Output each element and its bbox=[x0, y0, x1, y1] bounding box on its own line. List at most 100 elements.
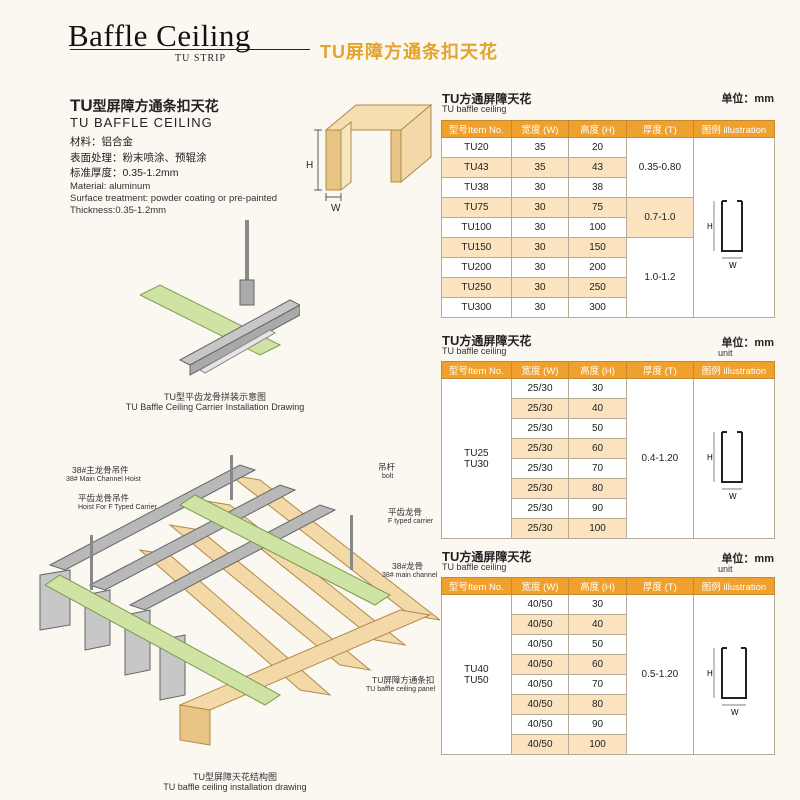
cell-height: 30 bbox=[568, 594, 627, 615]
col-illus: 图例 illustration bbox=[693, 577, 775, 595]
section3-unit-en: unit bbox=[718, 564, 733, 574]
col-model: 型号Item No. bbox=[441, 577, 512, 595]
col-thick: 厚度 (T) bbox=[625, 120, 695, 138]
col-thick: 厚度 (T) bbox=[625, 361, 695, 379]
cell-width: 30 bbox=[510, 197, 570, 218]
profile-w-label: W bbox=[331, 203, 341, 214]
label-fcarrier-en: F typed carrier bbox=[388, 518, 434, 525]
illus-w-label: W bbox=[729, 261, 737, 270]
section1-title: TU方通屏障天花 bbox=[442, 90, 531, 107]
surface-cn: 表面处理：粉末喷涂、预辊涂 bbox=[70, 152, 207, 164]
table-row: TU75 30 75 0.7-1.0 bbox=[441, 197, 775, 238]
cell-model: TU100 bbox=[441, 217, 512, 238]
drawing2-caption-cn: TU型屏障天花结构图 bbox=[193, 772, 277, 782]
cell-width: 30 bbox=[510, 217, 570, 238]
model-a: TU40 bbox=[464, 663, 489, 675]
cell-model: TU300 bbox=[441, 297, 512, 318]
label-main-cn: 38#龙骨 bbox=[392, 561, 424, 571]
col-height: 高度 (H) bbox=[568, 120, 627, 138]
col-width: 宽度 (W) bbox=[510, 577, 570, 595]
label-bolt-cn: 吊杆 bbox=[378, 462, 396, 472]
cell-width: 30 bbox=[510, 277, 570, 298]
col-illus: 图例 illustration bbox=[693, 361, 775, 379]
label-panel-cn: TU屏障方通条扣 bbox=[372, 675, 435, 685]
section1-title-prefix: TU bbox=[442, 91, 460, 106]
cell-model: TU38 bbox=[441, 177, 512, 198]
illus-w-label: W bbox=[731, 708, 739, 717]
cell-height: 40 bbox=[568, 398, 627, 419]
drawing1-caption-cn: TU型平齿龙骨拼装示意图 bbox=[164, 392, 266, 402]
product-name-rest: 型屏障方通条扣天花 bbox=[92, 98, 219, 114]
cell-height: 300 bbox=[568, 297, 627, 318]
cell-thickness: 0.7-1.0 bbox=[625, 197, 695, 238]
product-name-en: TU BAFFLE CEILING bbox=[70, 115, 213, 130]
col-width: 宽度 (W) bbox=[510, 120, 570, 138]
tu-profile-icon: H W bbox=[707, 200, 743, 270]
cell-width: 30 bbox=[510, 257, 570, 278]
illustration-cell: H W bbox=[693, 594, 775, 755]
cell-width: 40/50 bbox=[510, 674, 570, 695]
drawing2-caption-en: TU baffle ceiling installation drawing bbox=[163, 782, 307, 792]
col-height: 高度 (H) bbox=[568, 361, 627, 379]
cell-width: 25/30 bbox=[510, 458, 570, 479]
product-name-cn: TU型屏障方通条扣天花 bbox=[70, 96, 219, 116]
table-row: TU250 30 250 bbox=[441, 277, 775, 298]
carrier-installation-drawing bbox=[140, 220, 300, 376]
col-model: 型号Item No. bbox=[441, 120, 512, 138]
thickness-en: Thickness:0.35-1.2mm bbox=[70, 205, 167, 216]
material-en: Material: aluminum bbox=[70, 181, 151, 192]
tu-profile-icon: H W bbox=[707, 647, 747, 717]
table-row: TU100 30 100 bbox=[441, 217, 775, 238]
section2-unit-en: unit bbox=[718, 348, 733, 358]
label-bolt-en: bolt bbox=[382, 473, 394, 480]
col-illus: 图例 illustration bbox=[693, 120, 775, 138]
cell-thickness: 0.35-0.80 bbox=[625, 137, 695, 198]
cell-width: 40/50 bbox=[510, 614, 570, 635]
model-a: TU25 bbox=[464, 447, 489, 459]
cell-height: 80 bbox=[568, 694, 627, 715]
illus-w-label: W bbox=[729, 492, 737, 501]
cell-height: 70 bbox=[568, 458, 627, 479]
cell-height: 43 bbox=[568, 157, 627, 178]
title-rule bbox=[70, 49, 310, 50]
cell-height: 100 bbox=[568, 518, 627, 539]
cell-height: 70 bbox=[568, 674, 627, 695]
cell-height: 250 bbox=[568, 277, 627, 298]
cell-thickness: 1.0-1.2 bbox=[625, 237, 695, 318]
cell-height: 50 bbox=[568, 634, 627, 655]
col-model: 型号Item No. bbox=[441, 361, 512, 379]
cell-width: 30 bbox=[510, 177, 570, 198]
cell-width: 25/30 bbox=[510, 398, 570, 419]
section2-table: 型号Item No. 宽度 (W) 高度 (H) 厚度 (T) 图例 illus… bbox=[441, 361, 775, 539]
cell-width: 30 bbox=[510, 297, 570, 318]
cell-width: 25/30 bbox=[510, 498, 570, 519]
page-subtitle-en: TU STRIP bbox=[175, 53, 227, 64]
cell-width: 25/30 bbox=[510, 518, 570, 539]
cell-width: 25/30 bbox=[510, 478, 570, 499]
cell-width: 35 bbox=[510, 137, 570, 158]
cell-model: TU150 bbox=[441, 237, 512, 258]
structure-drawing bbox=[39, 455, 440, 746]
cell-width: 25/30 bbox=[510, 438, 570, 459]
model-b: TU50 bbox=[464, 674, 489, 686]
cell-width: 40/50 bbox=[510, 714, 570, 735]
illus-h-label: H bbox=[707, 453, 713, 462]
cell-height: 75 bbox=[568, 197, 627, 218]
cell-height: 90 bbox=[568, 498, 627, 519]
page-subtitle-cn: TU屏障方通条扣天花 bbox=[320, 42, 498, 62]
section1-table: 型号Item No. 宽度 (W) 高度 (H) 厚度 (T) 图例 illus… bbox=[441, 120, 775, 318]
section2-title: TU方通屏障天花 bbox=[442, 332, 531, 349]
table-row: TU150 30 150 1.0-1.2 bbox=[441, 237, 775, 318]
cell-thickness: 0.4-1.20 bbox=[625, 378, 695, 539]
cell-height: 200 bbox=[568, 257, 627, 278]
cell-height: 80 bbox=[568, 478, 627, 499]
